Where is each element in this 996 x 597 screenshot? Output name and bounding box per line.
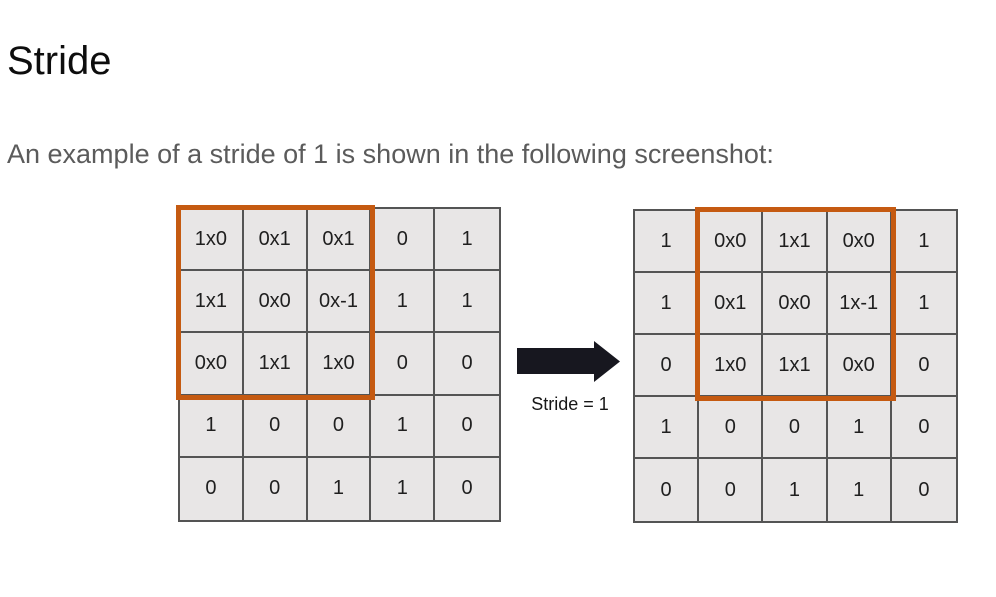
grid-cell: 0x0 bbox=[180, 333, 244, 396]
grid-cell: 0 bbox=[435, 395, 499, 458]
grid-cell: 0 bbox=[371, 209, 436, 272]
stride-arrow-label: Stride = 1 bbox=[531, 394, 609, 414]
grid-cell: 0 bbox=[371, 333, 436, 396]
grid-cell: 0 bbox=[307, 395, 372, 458]
grid-cell: 0 bbox=[243, 395, 308, 458]
grid-cell: 0 bbox=[763, 397, 828, 459]
grid-cell: 0x1 bbox=[243, 209, 308, 272]
grid-cell: 0 bbox=[891, 335, 956, 397]
grid-cell: 1 bbox=[891, 211, 956, 273]
grid-cell: 1 bbox=[371, 271, 436, 334]
intro-text: An example of a stride of 1 is shown in … bbox=[7, 139, 774, 169]
grid-cell: 1x-1 bbox=[827, 273, 892, 335]
grid-cell: 1 bbox=[307, 457, 372, 520]
grid-cell: 1 bbox=[435, 271, 499, 334]
grid-cell: 1x1 bbox=[763, 335, 828, 397]
grid-cell: 1 bbox=[180, 395, 244, 458]
grid-cell: 0x-1 bbox=[307, 271, 372, 334]
grid-cell: 1 bbox=[635, 273, 700, 335]
page-title: Stride bbox=[7, 38, 112, 83]
right-arrow-icon bbox=[517, 341, 620, 382]
grid-cell: 1 bbox=[827, 397, 892, 459]
grid-cell: 0x0 bbox=[827, 211, 892, 273]
grid-cell: 0 bbox=[891, 397, 956, 459]
grid-cell: 1 bbox=[435, 209, 499, 272]
grid-cell: 1x1 bbox=[180, 271, 244, 334]
grid-cell: 1 bbox=[763, 459, 828, 521]
grid-cell: 1 bbox=[891, 273, 956, 335]
grid-cell: 0 bbox=[699, 397, 764, 459]
grid-cell: 1 bbox=[827, 459, 892, 521]
grid-cell: 0 bbox=[635, 335, 700, 397]
stride-arrow bbox=[517, 341, 621, 382]
grid-cell: 0 bbox=[891, 459, 956, 521]
grid-cell: 0x0 bbox=[763, 273, 828, 335]
grid-cell: 0 bbox=[699, 459, 764, 521]
grid-cell: 0x1 bbox=[307, 209, 372, 272]
grid-cell: 1x0 bbox=[699, 335, 764, 397]
grid-cell: 0 bbox=[243, 457, 308, 520]
grid-cell: 0 bbox=[435, 333, 499, 396]
grid-cell: 1x1 bbox=[763, 211, 828, 273]
grid-cell: 0x0 bbox=[243, 271, 308, 334]
grid-cell: 1x1 bbox=[243, 333, 308, 396]
grid-cell: 1 bbox=[371, 457, 436, 520]
grid-cell: 1 bbox=[371, 395, 436, 458]
grid-cell: 1 bbox=[635, 397, 700, 459]
grid-cell: 0 bbox=[180, 457, 244, 520]
grid-cell: 0x0 bbox=[699, 211, 764, 273]
grid-cell: 1x0 bbox=[180, 209, 244, 272]
grid-cell: 1x0 bbox=[307, 333, 372, 396]
grid-cell: 0x0 bbox=[827, 335, 892, 397]
grid-cell: 0 bbox=[435, 457, 499, 520]
grid-cell: 0 bbox=[635, 459, 700, 521]
grid-cell: 0x1 bbox=[699, 273, 764, 335]
grid-cell: 1 bbox=[635, 211, 700, 273]
